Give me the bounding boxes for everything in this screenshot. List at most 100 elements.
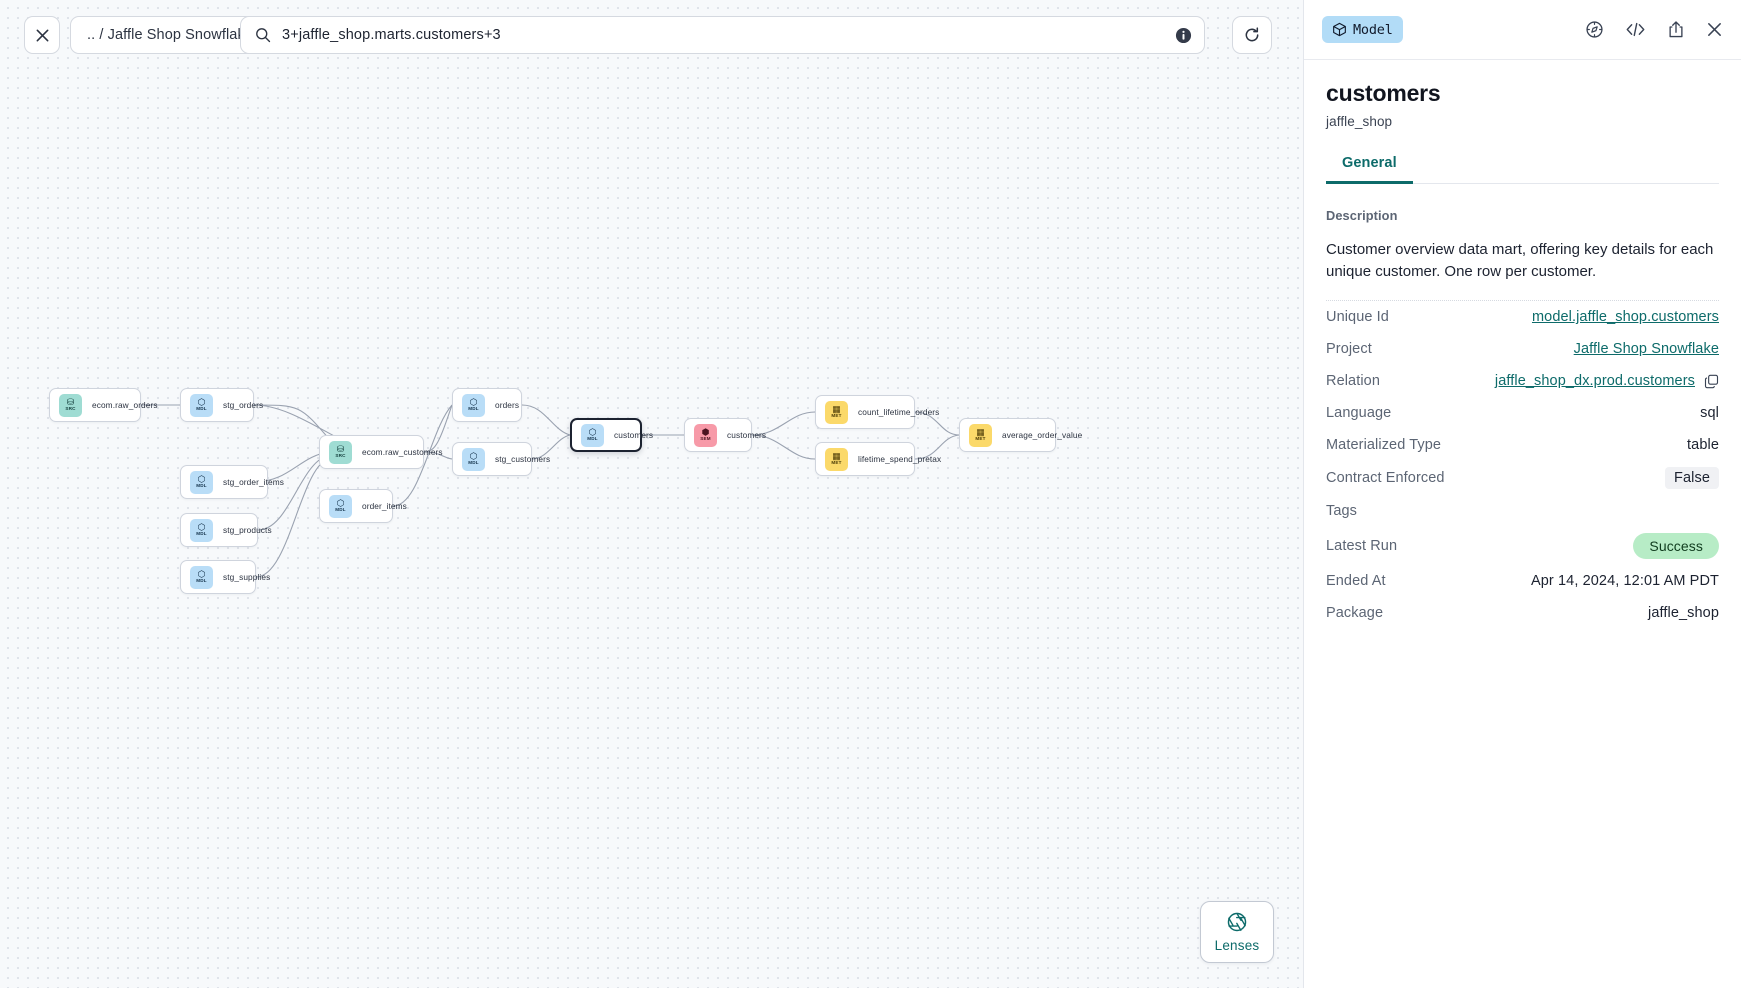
lineage-node-label: ecom.raw_orders (92, 400, 158, 410)
mdl-type-icon: ⬡MDL (190, 393, 213, 417)
lenses-button[interactable]: Lenses (1200, 901, 1274, 963)
field-row: Project Jaffle Shop Snowflake (1326, 333, 1719, 365)
field-key: Materialized Type (1326, 437, 1442, 454)
node-type-label: MDL (335, 507, 346, 513)
node-type-glyph: ▦ (976, 427, 985, 438)
node-type-glyph: ⛁ (66, 397, 75, 408)
field-value[interactable]: jaffle_shop_dx.prod.customers (1494, 373, 1695, 390)
node-type-label: SRC (65, 406, 76, 412)
breadcrumb-label: .. / Jaffle Shop Snowflake (87, 27, 253, 43)
node-type-label: MDL (468, 406, 479, 412)
field-value-group: Apr 14, 2024, 12:01 AM PDT (1531, 573, 1719, 589)
field-key: Contract Enforced (1326, 470, 1445, 487)
field-value-group: Jaffle Shop Snowflake (1574, 341, 1719, 357)
node-type-glyph: ⬡ (469, 451, 478, 462)
field-value: jaffle_shop (1648, 605, 1719, 622)
node-type-label: MDL (196, 483, 207, 489)
field-row: Contract Enforced False (1326, 461, 1719, 495)
node-type-glyph: ⬢ (701, 427, 710, 438)
close-panel-button[interactable] (1706, 21, 1723, 38)
mdl-type-icon: ⬡MDL (190, 518, 213, 542)
copy-icon[interactable] (1704, 374, 1719, 389)
resource-type-badge: Model (1322, 16, 1403, 43)
field-value[interactable]: Jaffle Shop Snowflake (1573, 341, 1719, 358)
field-value-group: jaffle_shop_dx.prod.customers (1495, 373, 1719, 389)
breadcrumb[interactable]: .. / Jaffle Shop Snowflake (70, 16, 270, 54)
field-value-group: False (1665, 467, 1719, 490)
node-type-label: MET (831, 460, 842, 466)
status-badge: Success (1633, 533, 1719, 560)
node-type-glyph: ⬡ (588, 427, 597, 438)
lineage-node-label: orders (495, 400, 520, 410)
lineage-canvas[interactable]: .. / Jaffle Shop Snowflake ⛁SRC ecom.raw_… (0, 0, 1303, 988)
field-value: Apr 14, 2024, 12:01 AM PDT (1531, 573, 1719, 590)
view-code-button[interactable] (1625, 20, 1646, 39)
field-key: Language (1326, 405, 1392, 422)
node-type-glyph: ⬡ (336, 498, 345, 509)
lineage-node-ecom-raw-customers[interactable]: ⛁SRC ecom.raw_customers (319, 435, 443, 469)
field-value-group: Success (1633, 533, 1719, 560)
search-input[interactable] (282, 27, 1164, 43)
code-icon (1626, 22, 1645, 37)
search-box[interactable] (240, 16, 1205, 54)
field-row: Latest Run Success (1326, 527, 1719, 565)
field-value: table (1687, 437, 1719, 454)
close-icon (36, 29, 48, 41)
met-type-icon: ▦MET (969, 423, 992, 447)
refresh-button[interactable] (1232, 16, 1272, 54)
field-value-group: model.jaffle_shop.customers (1532, 309, 1719, 325)
node-type-label: MDL (587, 436, 598, 442)
mdl-type-icon: ⬡MDL (329, 494, 352, 518)
field-row: Language sql (1326, 397, 1719, 429)
field-value-group: table (1687, 437, 1719, 453)
field-key: Project (1326, 341, 1372, 358)
field-row: Tags (1326, 495, 1719, 527)
page-title: customers (1326, 80, 1441, 106)
lineage-node-orders[interactable]: ⬡MDL orders (452, 388, 522, 422)
lineage-node-customers[interactable]: ⬢SEM customers (684, 418, 766, 452)
src-type-icon: ⛁SRC (329, 440, 352, 464)
page-subtitle: jaffle_shop (1326, 114, 1393, 129)
field-value: sql (1700, 405, 1719, 422)
node-type-glyph: ⬡ (197, 474, 206, 485)
field-key: Relation (1326, 373, 1380, 390)
sem-type-icon: ⬢SEM (694, 423, 717, 447)
lineage-node-stg-orders[interactable]: ⬡MDL stg_orders (180, 388, 263, 422)
description-text: Customer overview data mart, offering ke… (1326, 239, 1719, 302)
field-row: Relation jaffle_shop_dx.prod.customers (1326, 365, 1719, 397)
panel-actions (1585, 20, 1723, 39)
info-circle-icon[interactable] (1175, 27, 1192, 44)
lineage-node-label: customers (727, 430, 767, 440)
lineage-node-label: ecom.raw_customers (362, 447, 443, 457)
lineage-node-ecom-raw-orders[interactable]: ⛁SRC ecom.raw_orders (49, 388, 158, 422)
node-type-glyph: ▦ (832, 451, 841, 462)
close-lineage-button[interactable] (24, 16, 60, 54)
compass-button[interactable] (1585, 20, 1604, 39)
node-type-label: MET (831, 413, 842, 419)
tab-general[interactable]: General (1326, 151, 1413, 184)
cube-icon (1333, 22, 1346, 37)
node-type-glyph: ⬡ (197, 569, 206, 580)
field-key: Latest Run (1326, 538, 1398, 555)
mdl-type-icon: ⬡MDL (190, 470, 213, 494)
field-key: Tags (1326, 503, 1358, 520)
compass-icon (1586, 21, 1603, 38)
share-button[interactable] (1667, 20, 1685, 39)
lineage-node-label: count_lifetime_orders (858, 407, 940, 417)
field-value[interactable]: model.jaffle_shop.customers (1531, 309, 1719, 326)
node-type-label: MDL (468, 460, 479, 466)
lineage-node-label: stg_orders (223, 400, 264, 410)
node-type-glyph: ⬡ (469, 397, 478, 408)
